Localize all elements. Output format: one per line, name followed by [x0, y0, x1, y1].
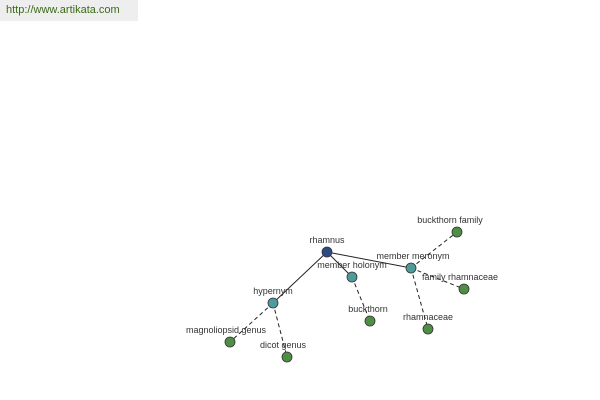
source-url-link[interactable]: http://www.artikata.com	[0, 0, 138, 21]
node-buckthorn-family[interactable]	[451, 226, 463, 238]
edge-rhamnus-to-member-meronym	[326, 251, 412, 269]
edge-member-holonym-to-buckthorn	[351, 276, 371, 322]
node-rhamnaceae[interactable]	[422, 323, 434, 335]
edge-member-meronym-to-rhamnaceae	[410, 267, 429, 330]
edge-hypernym-to-magnoliopsid-genus	[229, 302, 274, 343]
label-magnoliopsid-genus: magnoliopsid genus	[186, 325, 267, 335]
edges-layer	[229, 231, 465, 358]
node-magnoliopsid-genus[interactable]	[224, 336, 236, 348]
label-member-holonym: member holonym	[317, 260, 387, 270]
label-family-rhamnaceae: family rhamnaceae	[422, 272, 498, 282]
label-buckthorn: buckthorn	[348, 304, 388, 314]
node-member-meronym[interactable]	[405, 262, 417, 274]
node-family-rhamnaceae[interactable]	[458, 283, 470, 295]
label-hypernym: hypernym	[253, 286, 293, 296]
edge-member-meronym-to-buckthorn-family	[410, 231, 458, 269]
node-member-holonym[interactable]	[346, 271, 358, 283]
edge-rhamnus-to-hypernym	[272, 251, 328, 304]
label-dicot-genus: dicot genus	[260, 340, 307, 350]
label-buckthorn-family: buckthorn family	[417, 215, 483, 225]
nodes-layer	[224, 226, 470, 363]
label-member-meronym: member meronym	[376, 251, 449, 261]
label-rhamnaceae: rhamnaceae	[403, 312, 453, 322]
label-rhamnus: rhamnus	[309, 235, 345, 245]
node-rhamnus[interactable]	[321, 246, 333, 258]
node-dicot-genus[interactable]	[281, 351, 293, 363]
node-buckthorn[interactable]	[364, 315, 376, 327]
edge-member-meronym-to-family-rhamnaceae	[410, 267, 465, 290]
node-hypernym[interactable]	[267, 297, 279, 309]
edge-rhamnus-to-member-holonym	[326, 251, 353, 278]
edge-hypernym-to-dicot-genus	[272, 302, 288, 358]
